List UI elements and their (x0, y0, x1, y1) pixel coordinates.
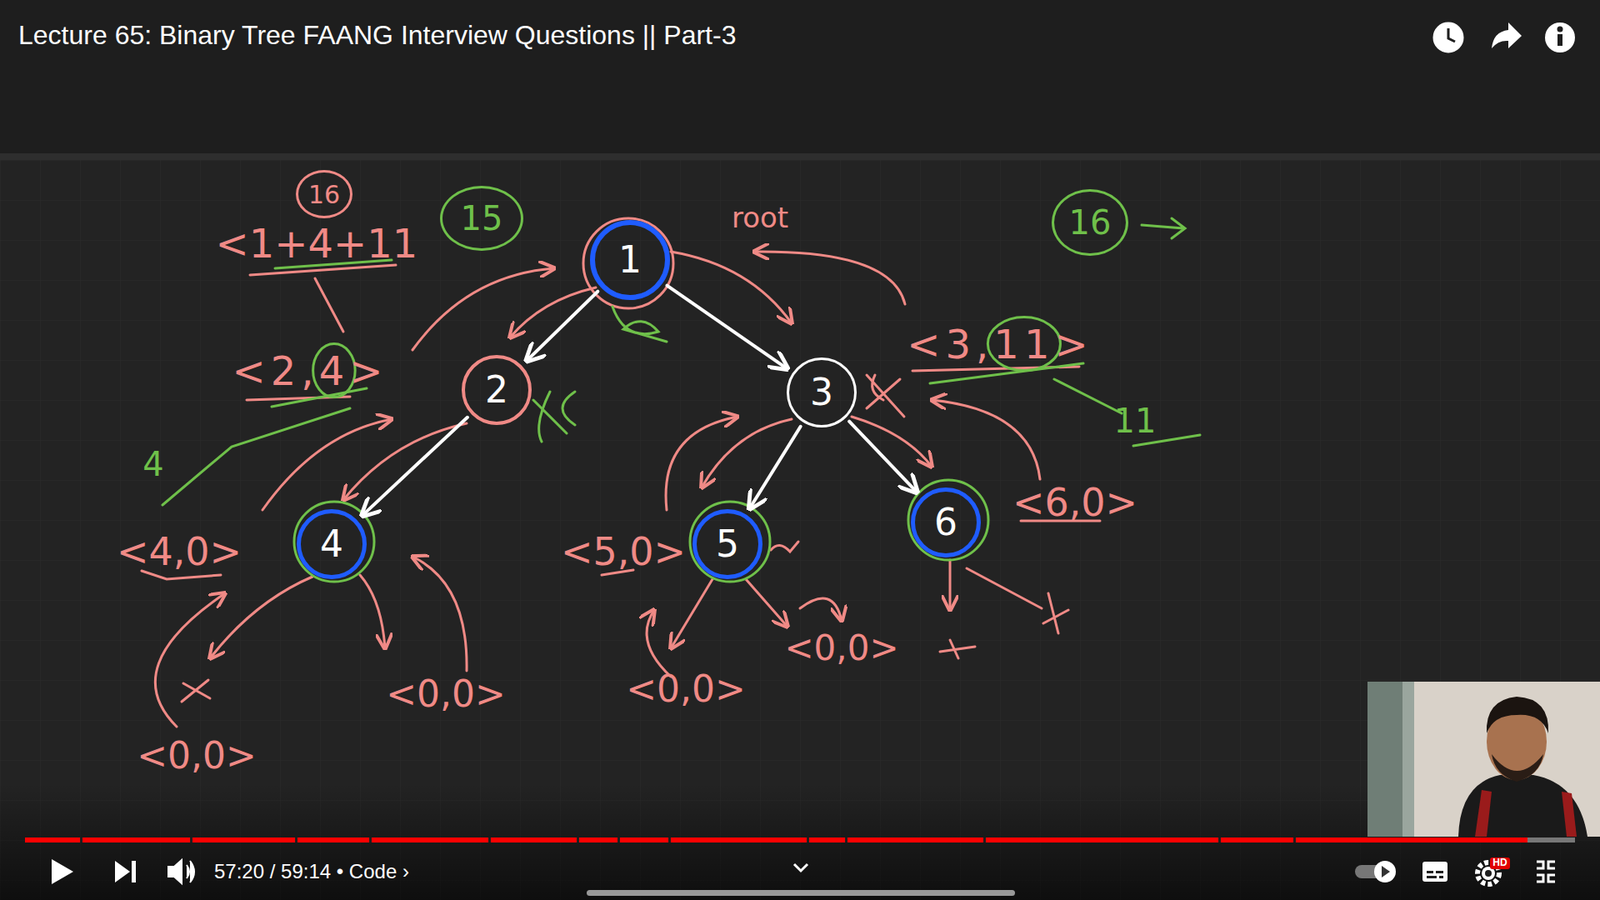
pair-value: <5,0> (560, 530, 686, 574)
subtitles-icon (1422, 861, 1448, 882)
node-text: 6 (934, 502, 958, 543)
chapter-gaps (80, 837, 1296, 843)
circled-total: 16 (295, 170, 353, 219)
root-note: root (731, 202, 789, 234)
tree-node: 3 (786, 357, 857, 428)
base-case-crosses (141, 265, 1100, 702)
board-grid (0, 160, 1600, 900)
scroll-handle (586, 890, 1015, 896)
null-pair: <0,0> (136, 735, 257, 776)
hd-badge: HD (1490, 857, 1510, 869)
tree-edge (749, 426, 800, 510)
node-rings (294, 218, 989, 582)
node-text: 3 (810, 372, 834, 413)
pair-value: <2,4> (232, 349, 389, 394)
null-pair: <0,0> (784, 629, 899, 668)
node-text: 2 (485, 370, 509, 410)
node-text: 1 (618, 240, 642, 280)
play-icon (51, 859, 74, 885)
sum-expression: <1+4+11 (215, 221, 419, 266)
circled-answer: 15 (440, 185, 524, 251)
volume-icon (168, 860, 195, 884)
tree-node: 5 (692, 509, 763, 580)
tree-node: 4 (296, 509, 367, 580)
share-icon (1491, 22, 1522, 49)
progress-track (25, 837, 1575, 843)
fullscreen-exit-icon (1536, 861, 1555, 882)
result-note: 4 (142, 445, 164, 483)
tree-node: 1 (590, 220, 670, 300)
node-text: 5 (715, 524, 740, 565)
node-text: 15 (460, 200, 504, 237)
next-icon (115, 860, 136, 883)
null-pair: <0,0> (385, 674, 506, 715)
tree-edge (362, 417, 468, 516)
video-time: 57:20 / 59:14 • Code › (214, 860, 410, 883)
pair-value: <4,0> (116, 530, 242, 574)
progress-played (25, 837, 1528, 843)
info-icon (1545, 22, 1575, 53)
board-edge (0, 153, 1600, 160)
tree-edge (666, 285, 787, 370)
green-annotation-lines (162, 260, 1200, 505)
circled-result: 16 (1051, 189, 1129, 256)
node-text: 16 (308, 180, 340, 209)
result-note: 11 (1114, 402, 1157, 440)
tree-node: 2 (461, 355, 532, 425)
player-shade (0, 783, 1600, 900)
chapter-chevron (794, 864, 808, 871)
pair-value: <6,0> (1012, 481, 1138, 525)
node-text: 4 (320, 524, 344, 565)
tree-edge (849, 421, 917, 493)
tree-node: 6 (910, 487, 981, 558)
pair-value: <3,11> (906, 322, 1093, 367)
clock-icon (1434, 23, 1463, 52)
autoplay-toggle (1355, 860, 1396, 883)
green-arrow (1141, 218, 1185, 239)
board (0, 160, 1600, 900)
node-text: 16 (1069, 204, 1112, 241)
video-title: Lecture 65: Binary Tree FAANG Interview … (18, 20, 736, 51)
null-pair: <0,0> (625, 669, 746, 710)
tree-edge (526, 291, 599, 361)
webcam-inset (1367, 681, 1600, 837)
